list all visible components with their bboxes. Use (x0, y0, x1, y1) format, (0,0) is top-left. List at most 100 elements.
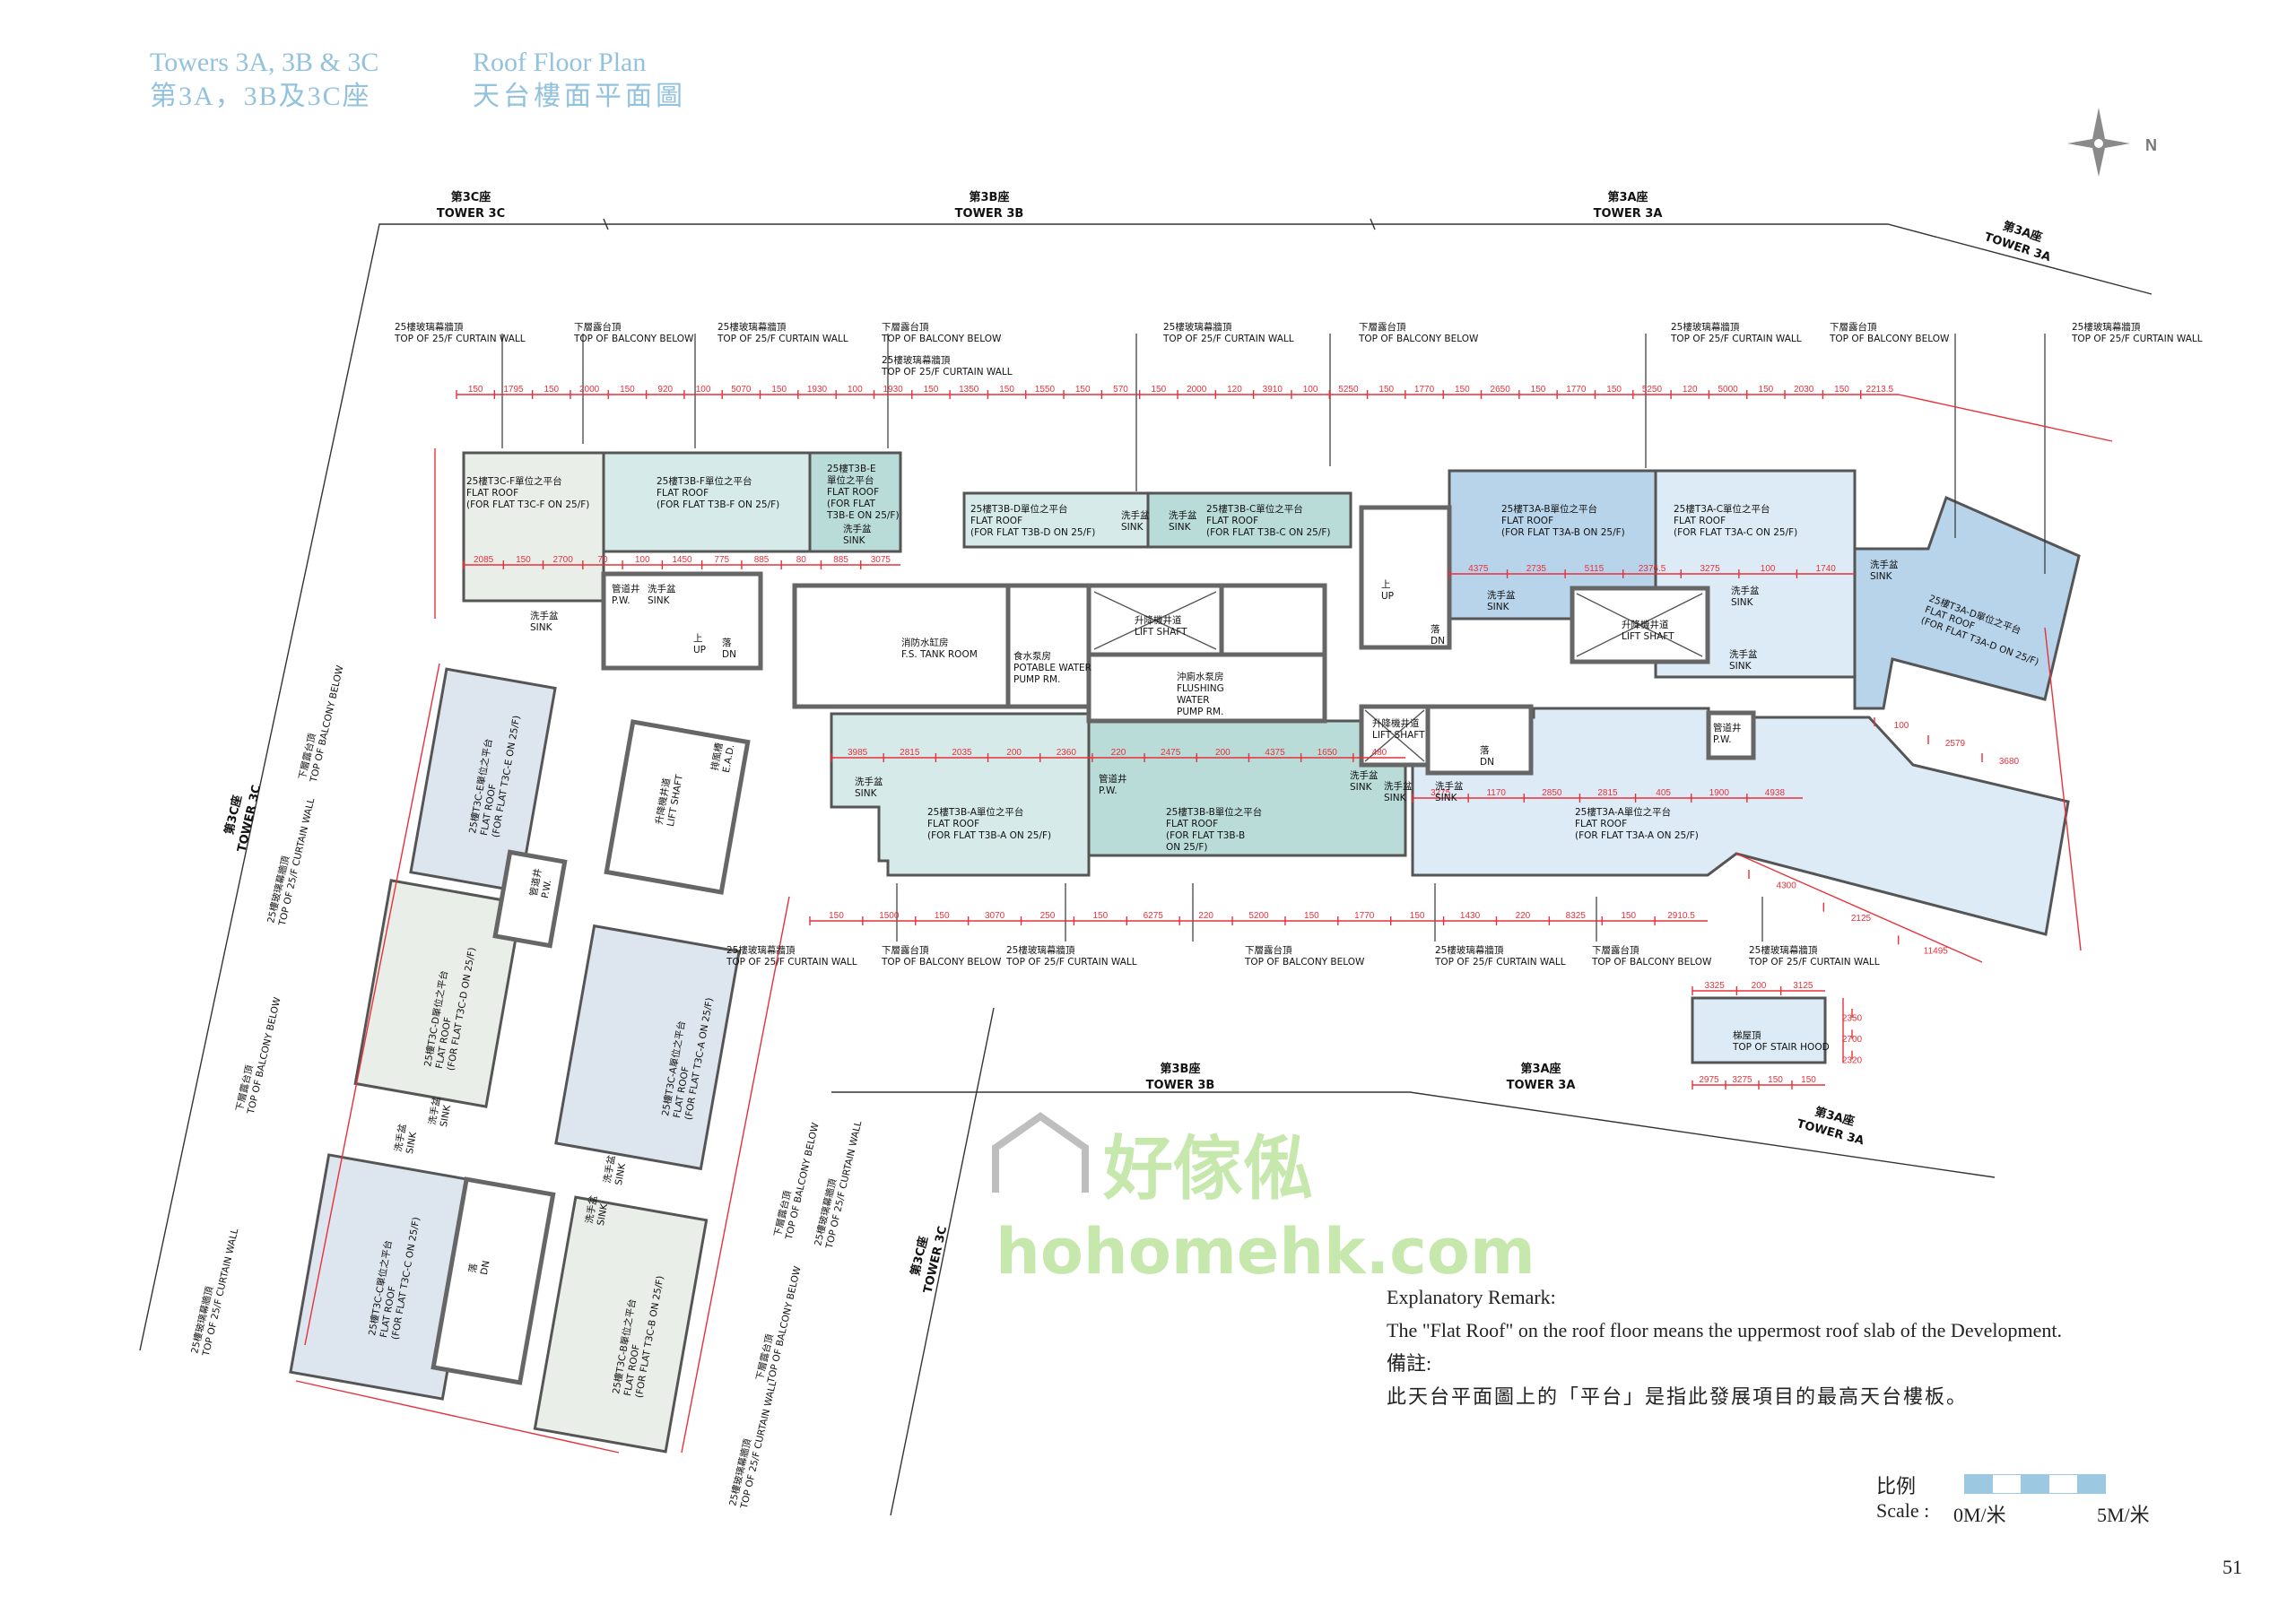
sink-label-line: SINK (596, 1202, 610, 1226)
flushing-water-pump-room (1086, 652, 1327, 724)
dimension-value: 150 (829, 911, 844, 921)
dimension-value: 3275 (1431, 788, 1451, 798)
dimension-value: 1430 (1460, 911, 1481, 921)
dimension-value: 1550 (1035, 385, 1056, 395)
tower-3a-label-en: TOWER 3A (1594, 207, 1663, 221)
stair-up-label-line: UP (693, 645, 706, 655)
annotation-balcony-line: 下層露台頂 (574, 321, 622, 333)
dimension-value: 3125 (1793, 981, 1813, 991)
annotation-curtain-line: TOP OF 25/F CURTAIN WALL (394, 334, 526, 344)
dimension-value: 100 (1894, 721, 1909, 731)
dimension-value: 120 (1683, 385, 1698, 395)
ead-label-line: E.A.D. (721, 743, 736, 773)
sink-label-line: SINK (1169, 522, 1192, 533)
tower-3a-label-cn: 第3A座 (1607, 190, 1648, 204)
dimension-value: 5115 (1585, 564, 1605, 574)
dimension-value: 1770 (1566, 385, 1587, 395)
dimension-value: 2350 (1842, 1014, 1863, 1024)
dimension-value: 150 (1093, 911, 1109, 921)
dimension-value: 1930 (807, 385, 828, 395)
annotation-balcony-line: TOP OF BALCONY BELOW (1244, 957, 1365, 968)
scale-bar-segment (2021, 1474, 2049, 1494)
dimension-value: 200 (1215, 748, 1231, 758)
sink-label-line: 洗手盆 (530, 610, 559, 621)
ead-label-line: 排風槽 (709, 742, 725, 772)
tower-3c-label-en: TOWER 3C (437, 207, 505, 221)
dimension-value: 2975 (1699, 1075, 1719, 1085)
flat-roof-label-t3b-a-line: (FOR FLAT T3B-A ON 25/F) (927, 830, 1051, 841)
remark-body-cn: 此天台平面圖上的「平台」是指此發展項目的最高天台樓板。 (1387, 1385, 1969, 1408)
stair-3a-up-label-line: 上 (1381, 579, 1391, 590)
stair-down-label-line: DN (722, 649, 736, 660)
flat-roof-label-t3b-c-line: 25樓T3B-C單位之平台 (1206, 503, 1303, 515)
annotation-curtain-line: 25樓玻璃幕牆頂 (1435, 944, 1504, 956)
annotation-balcony-line: TOP OF BALCONY BELOW (881, 334, 1002, 344)
sink-label-line: 洗手盆 (1729, 648, 1758, 660)
potable-water-pump-room (1005, 583, 1091, 709)
pipe-well-3c-label-line: 管道井 (527, 867, 544, 897)
tower-3a-bottom-label-cn: 第3A座 (1520, 1062, 1561, 1076)
annotation-balcony-line: 下層露台頂 (882, 321, 929, 333)
sink-label-line: 洗手盆 (601, 1154, 617, 1185)
sink-label-line: SINK (1870, 571, 1893, 582)
dimension-value: 150 (924, 385, 939, 395)
dimension-value: 150 (1378, 385, 1394, 395)
sink-label-line: 洗手盆 (843, 523, 872, 534)
dimension-value: 150 (999, 385, 1014, 395)
sink-label-line: SINK (439, 1103, 453, 1127)
pipe-well-3a (1706, 710, 1756, 760)
stair-hood-label-line: TOP OF STAIR HOOD (1732, 1042, 1830, 1053)
watermark: 好傢俬 hohomehk.com (992, 1112, 1535, 1289)
lift-shaft-3a-label-line: 升降機井道 (1622, 619, 1669, 630)
flat-roof-label-t3b-f-line: (FOR FLAT T3B-F ON 25/F) (657, 499, 779, 510)
dimension-value: 150 (1410, 911, 1425, 921)
plan-title-en: Roof Floor Plan (473, 48, 647, 77)
sink-label-line: 洗手盆 (855, 776, 883, 787)
pipe-well-3b-label-line: 管道井 (1099, 773, 1127, 785)
lift-shaft-3c (604, 719, 751, 895)
tower-labels: 第3C座 TOWER 3C 第3B座 TOWER 3B 第3A座 TOWER 3… (222, 190, 2052, 1295)
dimension-value: 150 (468, 385, 483, 395)
annotation-balcony-line: 下層露台頂 (1830, 321, 1877, 333)
dimension-value: 3910 (1263, 385, 1283, 395)
dimension-value: 220 (1516, 911, 1531, 921)
sink-label-line: 洗手盆 (1384, 780, 1413, 792)
lift-shaft-3a-lower-label-line: LIFT SHAFT (1372, 730, 1425, 741)
stair-3c-down-label-line: 落 (467, 1263, 480, 1274)
fs-tank-room (792, 583, 1011, 709)
dimension-value: 2360 (1057, 748, 1077, 758)
dimension-value: 250 (1040, 911, 1056, 921)
dimension-value: 480 (1372, 748, 1387, 758)
dimension-value: 405 (1656, 788, 1671, 798)
lift-shaft-3a-lower-label-line: 升降機井道 (1372, 717, 1420, 729)
stair-hood-label-line: 梯屋頂 (1733, 1029, 1761, 1041)
flat-roof-label-t3a-a-line: FLAT ROOF (1575, 819, 1627, 829)
flat-roof-label-t3b-e-line: 25樓T3B-E (827, 463, 876, 474)
sink-label-line: SINK (1487, 602, 1510, 612)
scale-bar-segment (2077, 1474, 2106, 1494)
flat-roof-label-t3c-f-line: (FOR FLAT T3C-F ON 25/F) (466, 499, 589, 510)
annotation-curtain-line: 25樓玻璃幕牆頂 (718, 321, 787, 333)
dimension-value: 6275 (1144, 911, 1164, 921)
flat-roof-label-t3b-a-line: FLAT ROOF (927, 819, 979, 829)
north-arrow-icon (2067, 108, 2130, 177)
dimension-value: 2850 (1542, 788, 1562, 798)
flat-roof-t3b-c (1146, 491, 1352, 549)
dimension-value: 2320 (1842, 1055, 1863, 1065)
